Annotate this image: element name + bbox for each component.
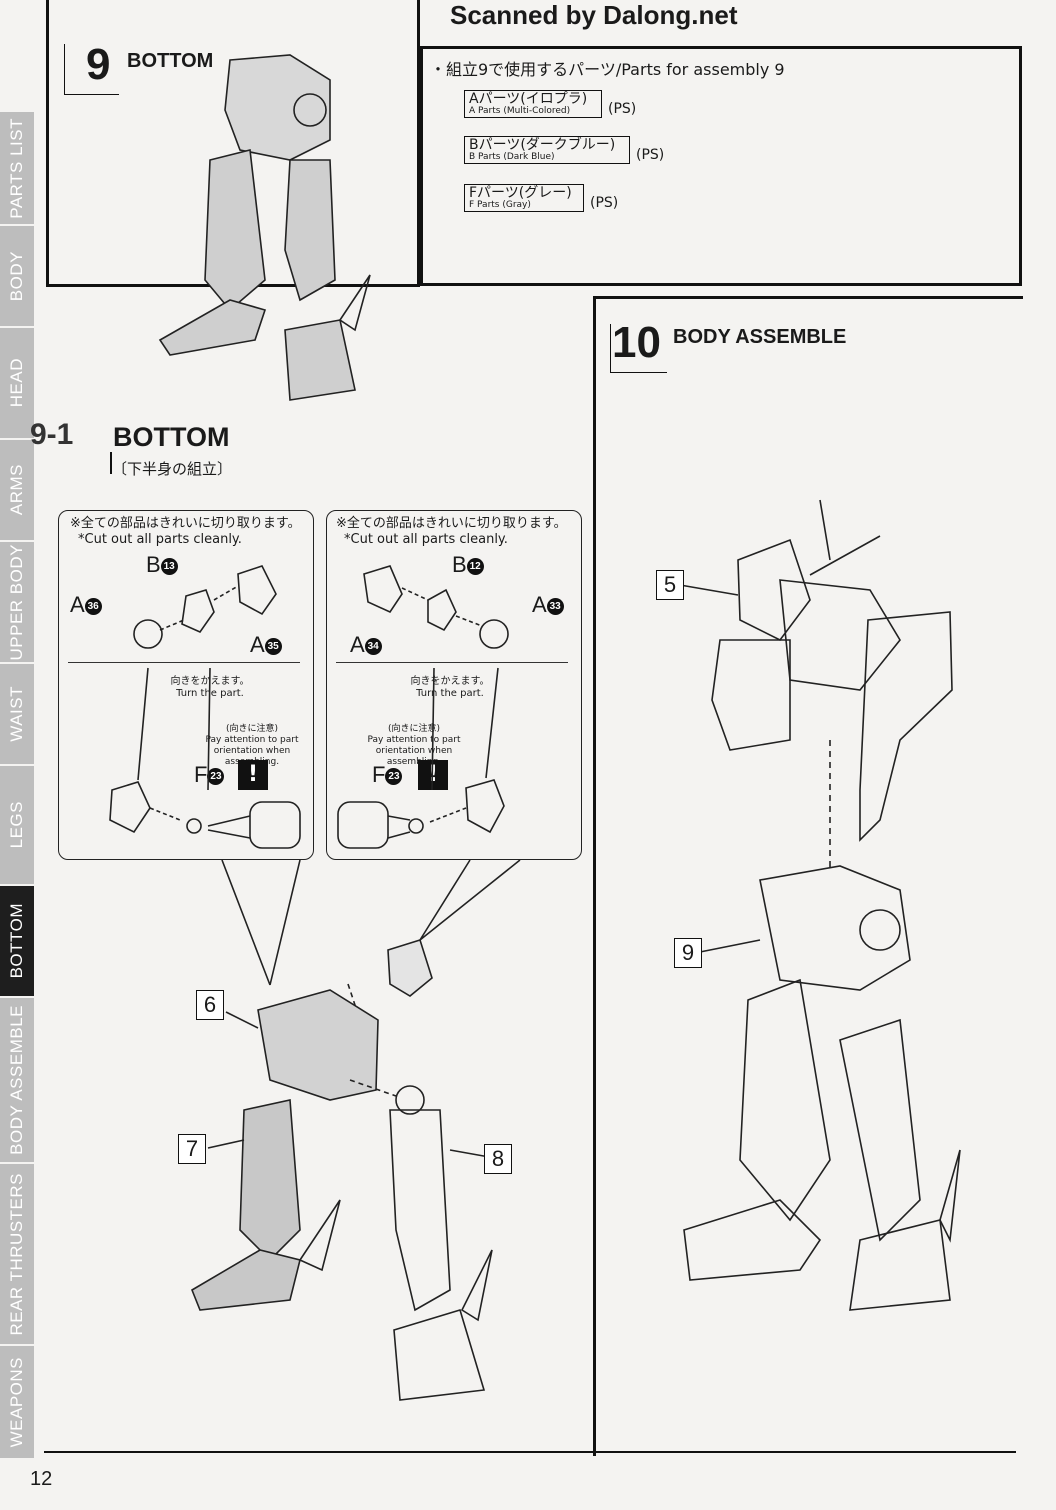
body-assemble-illustration bbox=[683, 499, 961, 1311]
callout-7: 7 bbox=[178, 1134, 206, 1164]
step91-number: 9-1 bbox=[30, 418, 74, 451]
tab-body-assemble[interactable]: BODY ASSEMBLE bbox=[0, 998, 34, 1164]
callout-9: 9 bbox=[674, 938, 702, 968]
tab-parts-list[interactable]: PARTS LIST bbox=[0, 112, 34, 226]
part-a: Aパーツ(イロプラ)A Parts (Multi-Colored)(PS) bbox=[464, 90, 636, 119]
tab-weapons[interactable]: WEAPONS bbox=[0, 1346, 34, 1460]
step91-divider bbox=[110, 452, 112, 474]
watermark: Scanned by Dalong.net bbox=[450, 0, 738, 30]
tab-upper-body[interactable]: UPPER BODY bbox=[0, 542, 34, 664]
callout-6: 6 bbox=[196, 990, 224, 1020]
tab-head[interactable]: HEAD bbox=[0, 328, 34, 440]
tab-body[interactable]: BODY bbox=[0, 226, 34, 328]
detail-panel-right bbox=[326, 510, 582, 860]
step9-number-box bbox=[64, 44, 119, 95]
step91-title: BOTTOM bbox=[113, 422, 230, 452]
bottom-preview-illustration bbox=[158, 54, 371, 401]
attention-right: (向きに注意)Pay attention to part orientation… bbox=[367, 724, 461, 767]
tab-legs[interactable]: LEGS bbox=[0, 766, 34, 886]
step10-number-box bbox=[610, 324, 667, 373]
note-en-left: *Cut out all parts cleanly. bbox=[78, 532, 242, 547]
parts-box bbox=[420, 46, 1022, 286]
turn-right: 向きをかえます。Turn the part. bbox=[410, 676, 490, 699]
parts-diagram-right bbox=[337, 565, 509, 849]
step91-subtitle: 〔下半身の組立〕 bbox=[112, 460, 233, 478]
tab-rear-thrusters[interactable]: REAR THRUSTERS bbox=[0, 1164, 34, 1346]
step10-number: 10 bbox=[612, 318, 661, 367]
note-jp-right: ※全ての部品はきれいに切り取ります。 bbox=[336, 516, 567, 531]
panel-divider-left bbox=[68, 662, 300, 663]
tab-arms[interactable]: ARMS bbox=[0, 440, 34, 542]
step9-number: 9 bbox=[86, 40, 111, 89]
parts-diagram-left bbox=[109, 565, 301, 849]
step10-box bbox=[593, 296, 1023, 1456]
part-b: Bパーツ(ダークブルー)B Parts (Dark Blue)(PS) bbox=[464, 136, 664, 165]
part-f: Fパーツ(グレー)F Parts (Gray)(PS) bbox=[464, 184, 618, 213]
tab-bottom[interactable]: BOTTOM bbox=[0, 886, 34, 998]
warning-icon: ! bbox=[238, 760, 268, 790]
panel-divider-right bbox=[336, 662, 568, 663]
tab-waist[interactable]: WAIST bbox=[0, 664, 34, 766]
step10-title: BODY ASSEMBLE bbox=[673, 326, 847, 348]
detail-panel-left bbox=[58, 510, 314, 860]
note-jp-left: ※全ての部品はきれいに切り取ります。 bbox=[70, 516, 301, 531]
bottom-assembly-illustration bbox=[191, 938, 493, 1401]
parts-header: ・組立9で使用するパーツ/Parts for assembly 9 bbox=[430, 60, 785, 79]
note-en-right: *Cut out all parts cleanly. bbox=[344, 532, 508, 547]
callout-5: 5 bbox=[656, 570, 684, 600]
step9-title: BOTTOM bbox=[127, 50, 214, 72]
page-number: 12 bbox=[30, 1468, 53, 1490]
callout-8: 8 bbox=[484, 1144, 512, 1174]
